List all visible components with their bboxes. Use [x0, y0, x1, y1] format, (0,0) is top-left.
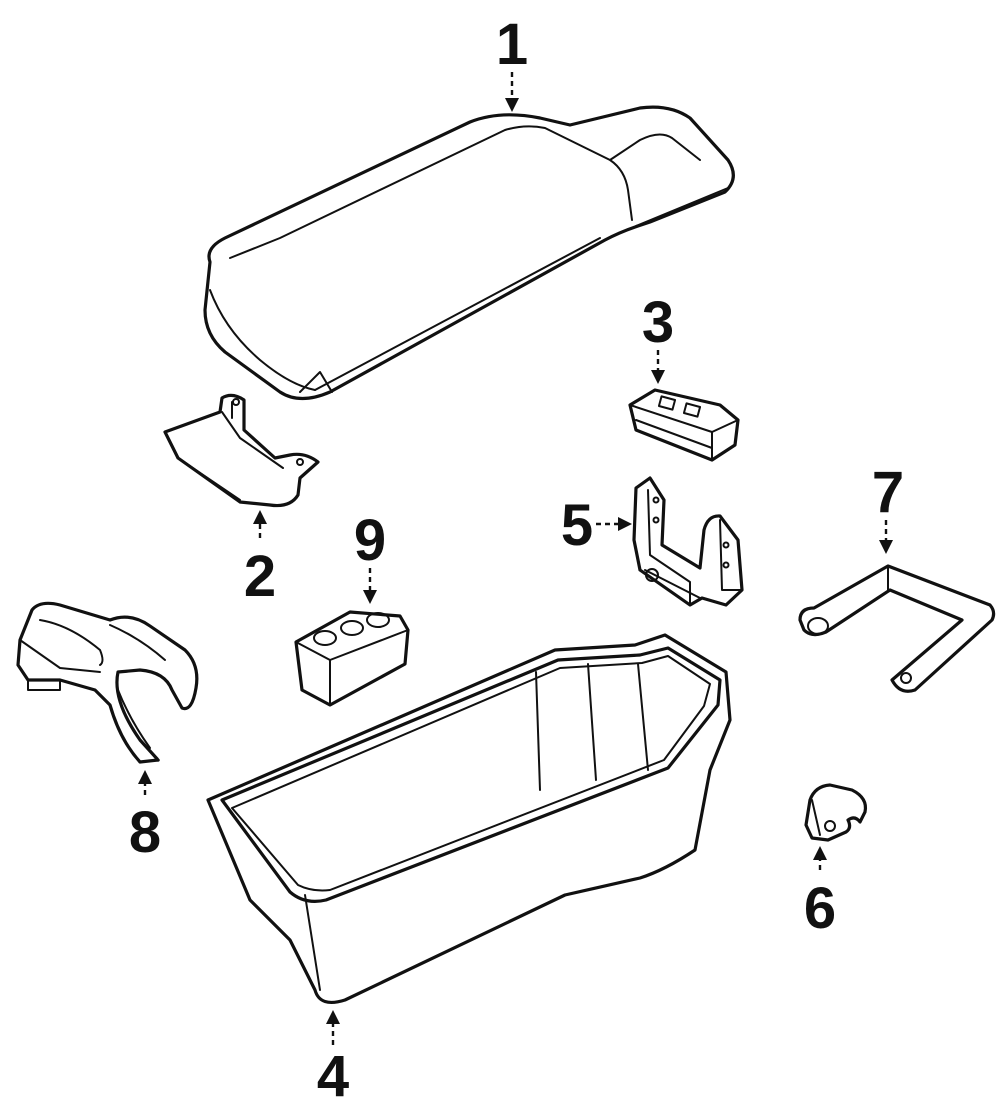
part-5-hinge[interactable]: [632, 476, 744, 607]
callout-4: 4: [317, 1044, 349, 1102]
callout-labels: 1 2 3 4 5 6 7 8 9: [129, 12, 904, 1102]
callout-5: 5: [561, 493, 593, 558]
callout-9: 9: [354, 508, 386, 573]
part-3-latch[interactable]: [628, 388, 740, 462]
callout-2: 2: [244, 544, 276, 609]
part-2-bracket[interactable]: [163, 393, 320, 508]
callout-7: 7: [872, 460, 904, 525]
part-9-insert[interactable]: [294, 610, 410, 707]
part-1-armrest-lid[interactable]: [203, 105, 735, 401]
callout-6: 6: [804, 876, 836, 941]
callout-3: 3: [642, 290, 674, 355]
callout-1: 1: [496, 12, 528, 77]
leader-lines: [138, 72, 893, 1045]
callout-8: 8: [129, 800, 161, 865]
part-8-cup-holder[interactable]: [16, 601, 199, 764]
part-7-strap[interactable]: [798, 564, 996, 693]
part-4-storage-bin[interactable]: [206, 633, 732, 1004]
part-6-clip[interactable]: [804, 783, 868, 842]
